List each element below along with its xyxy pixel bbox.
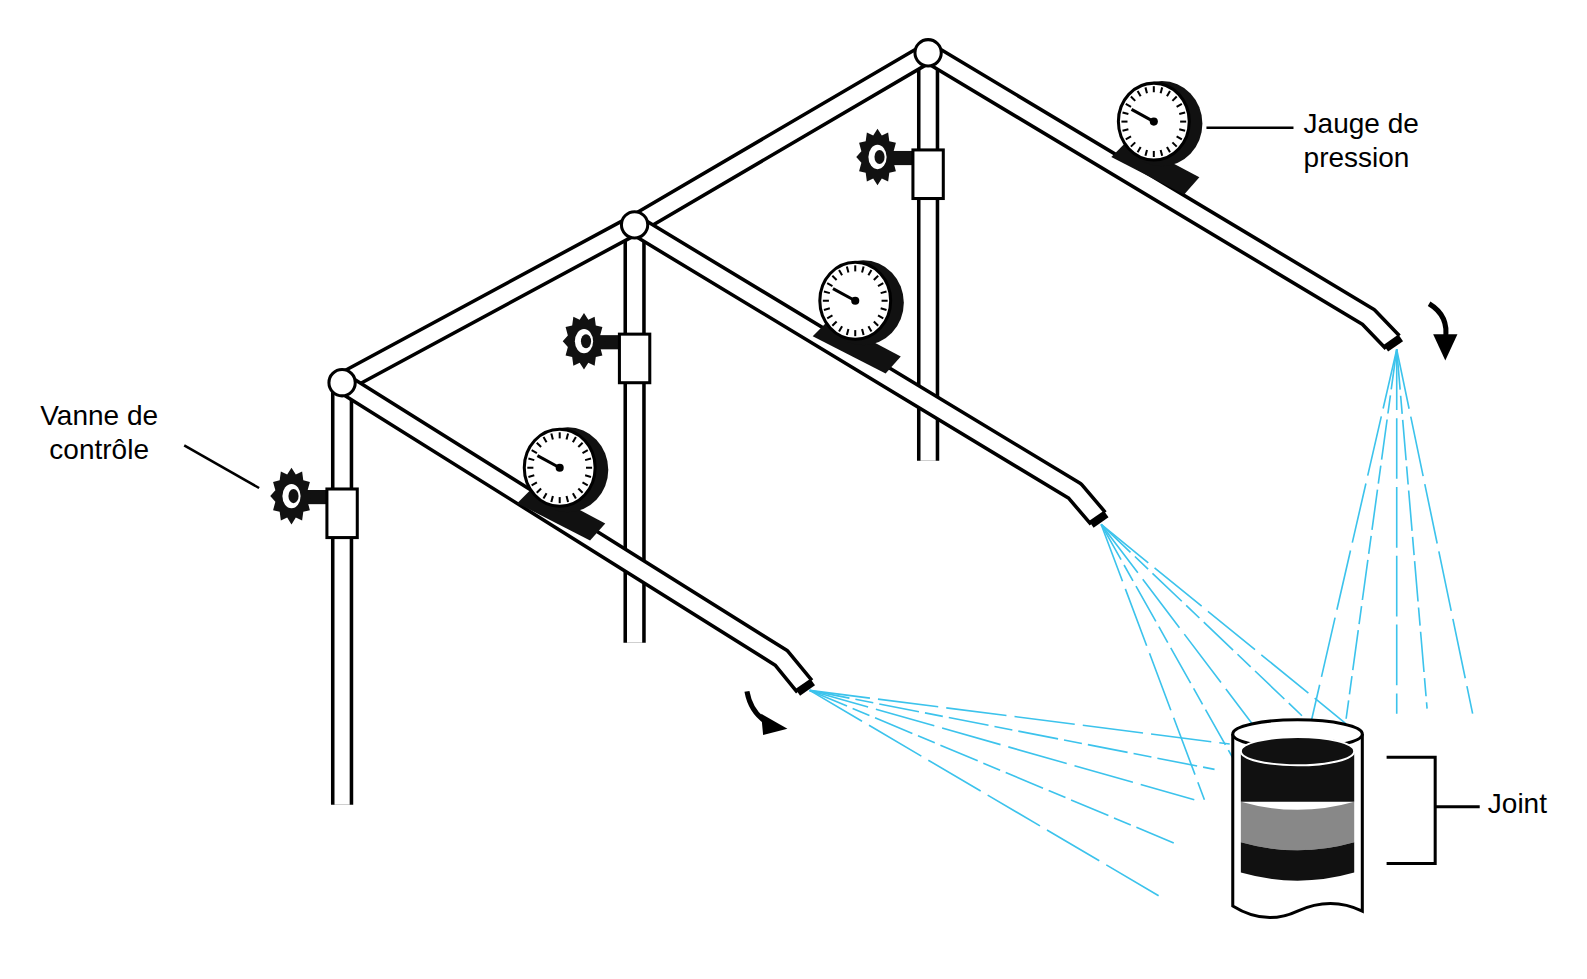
pipe: [635, 225, 1099, 519]
water-spray: [810, 349, 1473, 896]
leader-line: [184, 445, 259, 488]
spray-jet: [1101, 524, 1204, 799]
pipe: [342, 53, 928, 383]
pipe-coupling: [619, 334, 649, 383]
bracket: [1387, 757, 1480, 863]
pipework: [342, 53, 1393, 805]
pressure-gauge: [813, 260, 904, 373]
pipe-outline: [928, 53, 1393, 342]
spray-jet: [1311, 349, 1397, 723]
part-label: Jauge de pression: [1304, 107, 1464, 175]
control-valve: [270, 468, 313, 525]
leader-line: [1206, 126, 1293, 129]
control-valve: [563, 313, 606, 370]
pipe-outline: [331, 383, 353, 805]
spray-jet: [1101, 524, 1245, 779]
spray-jet: [1397, 349, 1427, 708]
pipe-joint: [621, 212, 647, 238]
spray-jet: [1101, 524, 1316, 728]
pressure-gauge: [517, 427, 608, 540]
pipe-joint: [329, 370, 355, 396]
spray-jet: [1397, 349, 1473, 713]
sealed-cylinder: [1233, 720, 1363, 918]
pipe-outline: [342, 53, 928, 383]
pressure-gauge: [1111, 81, 1202, 194]
part-label: Joint: [1488, 787, 1587, 821]
spray-jet: [1396, 349, 1398, 713]
rotation-arrow: [747, 304, 1446, 724]
spray-jet: [810, 690, 1195, 799]
part-label: Vanne de contrôle: [14, 399, 184, 467]
pipe: [342, 383, 805, 687]
nozzle: [1089, 511, 1109, 528]
fittings: [270, 40, 1403, 696]
pipe-outline: [342, 383, 805, 687]
arrow-head: [761, 334, 1457, 735]
pipe: [928, 53, 1393, 342]
pipe-joint: [915, 40, 941, 66]
pipe: [335, 383, 350, 805]
nozzle: [795, 679, 815, 696]
control-valve: [856, 129, 899, 186]
pipe-outline: [635, 225, 1099, 519]
spray-jet: [1101, 524, 1346, 723]
spray-jet: [810, 690, 1159, 895]
pipe-coupling: [913, 150, 943, 199]
spray-jet: [810, 690, 1215, 769]
pipe-coupling: [327, 489, 357, 538]
spray-jet: [1101, 524, 1275, 754]
nozzle: [1383, 335, 1403, 352]
spray-jet: [1346, 349, 1397, 718]
